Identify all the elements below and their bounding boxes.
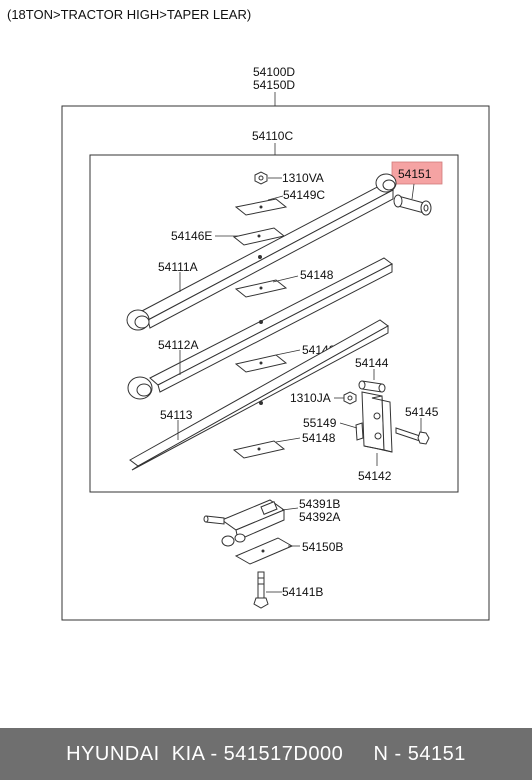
assembly-box (61, 105, 490, 621)
label-54110c[interactable]: 54110C (252, 129, 293, 143)
label-54112a[interactable]: 54112A (158, 338, 198, 352)
nut-part (254, 171, 268, 185)
footer-part-number: HYUNDAI KIA - 541517D000 N - 54151 (66, 742, 466, 765)
leaf-spring-top (126, 173, 397, 331)
pad-hole (259, 286, 263, 290)
label-54150d[interactable]: 54150D (253, 78, 295, 92)
leaf-spring-bottom (129, 319, 389, 471)
breadcrumb: (18TON>TRACTOR HIGH>TAPER LEAR) (7, 7, 251, 22)
leader-line (275, 437, 301, 443)
bolt-part (253, 571, 269, 609)
label-1310ja[interactable]: 1310JA (290, 391, 331, 405)
highlight-box (391, 161, 443, 185)
pad-hole (257, 234, 261, 238)
pin-part (358, 380, 386, 393)
shackle-part (355, 391, 393, 453)
label-54146e[interactable]: 54146E (171, 229, 212, 243)
label-54149c[interactable]: 54149C (283, 188, 325, 202)
label-54111a[interactable]: 54111A (158, 260, 198, 274)
label-54151[interactable]: 54151 (398, 167, 432, 181)
label-54145[interactable]: 54145 (405, 405, 439, 419)
label-1310va[interactable]: 1310VA (282, 171, 324, 185)
leaf-spring-box (89, 154, 459, 493)
leader-line (272, 275, 299, 283)
footer-bar: HYUNDAI KIA - 541517D000 N - 54151 (0, 728, 532, 780)
leaf-spring-middle (127, 257, 393, 400)
parts-diagram: (18TON>TRACTOR HIGH>TAPER LEAR) 54100D 5… (7, 7, 490, 621)
leader-line (339, 422, 358, 429)
label-54392a[interactable]: 54392A (299, 510, 340, 524)
clamp-part (203, 499, 286, 547)
pad-hole (259, 205, 263, 209)
pad-hole (259, 361, 263, 365)
label-54142[interactable]: 54142 (358, 469, 392, 483)
bushing-part (393, 194, 432, 216)
label-54144[interactable]: 54144 (355, 356, 389, 370)
leader-line (267, 195, 284, 201)
plate-hole (261, 549, 265, 553)
label-54113[interactable]: 54113 (160, 408, 193, 422)
label-55149[interactable]: 55149 (303, 416, 337, 430)
leader-line (411, 183, 415, 200)
label-54141b[interactable]: 54141B (282, 585, 323, 599)
label-54391b[interactable]: 54391B (299, 497, 340, 511)
label-54148-c[interactable]: 54148 (302, 431, 336, 445)
leader-line (275, 349, 301, 356)
label-54150b[interactable]: 54150B (302, 540, 343, 554)
label-54100d[interactable]: 54100D (253, 65, 295, 79)
nut-part (343, 391, 357, 405)
bolt-part (395, 427, 430, 445)
leader-line (281, 507, 299, 511)
pad-hole (257, 447, 261, 451)
label-54148-a[interactable]: 54148 (300, 268, 334, 282)
